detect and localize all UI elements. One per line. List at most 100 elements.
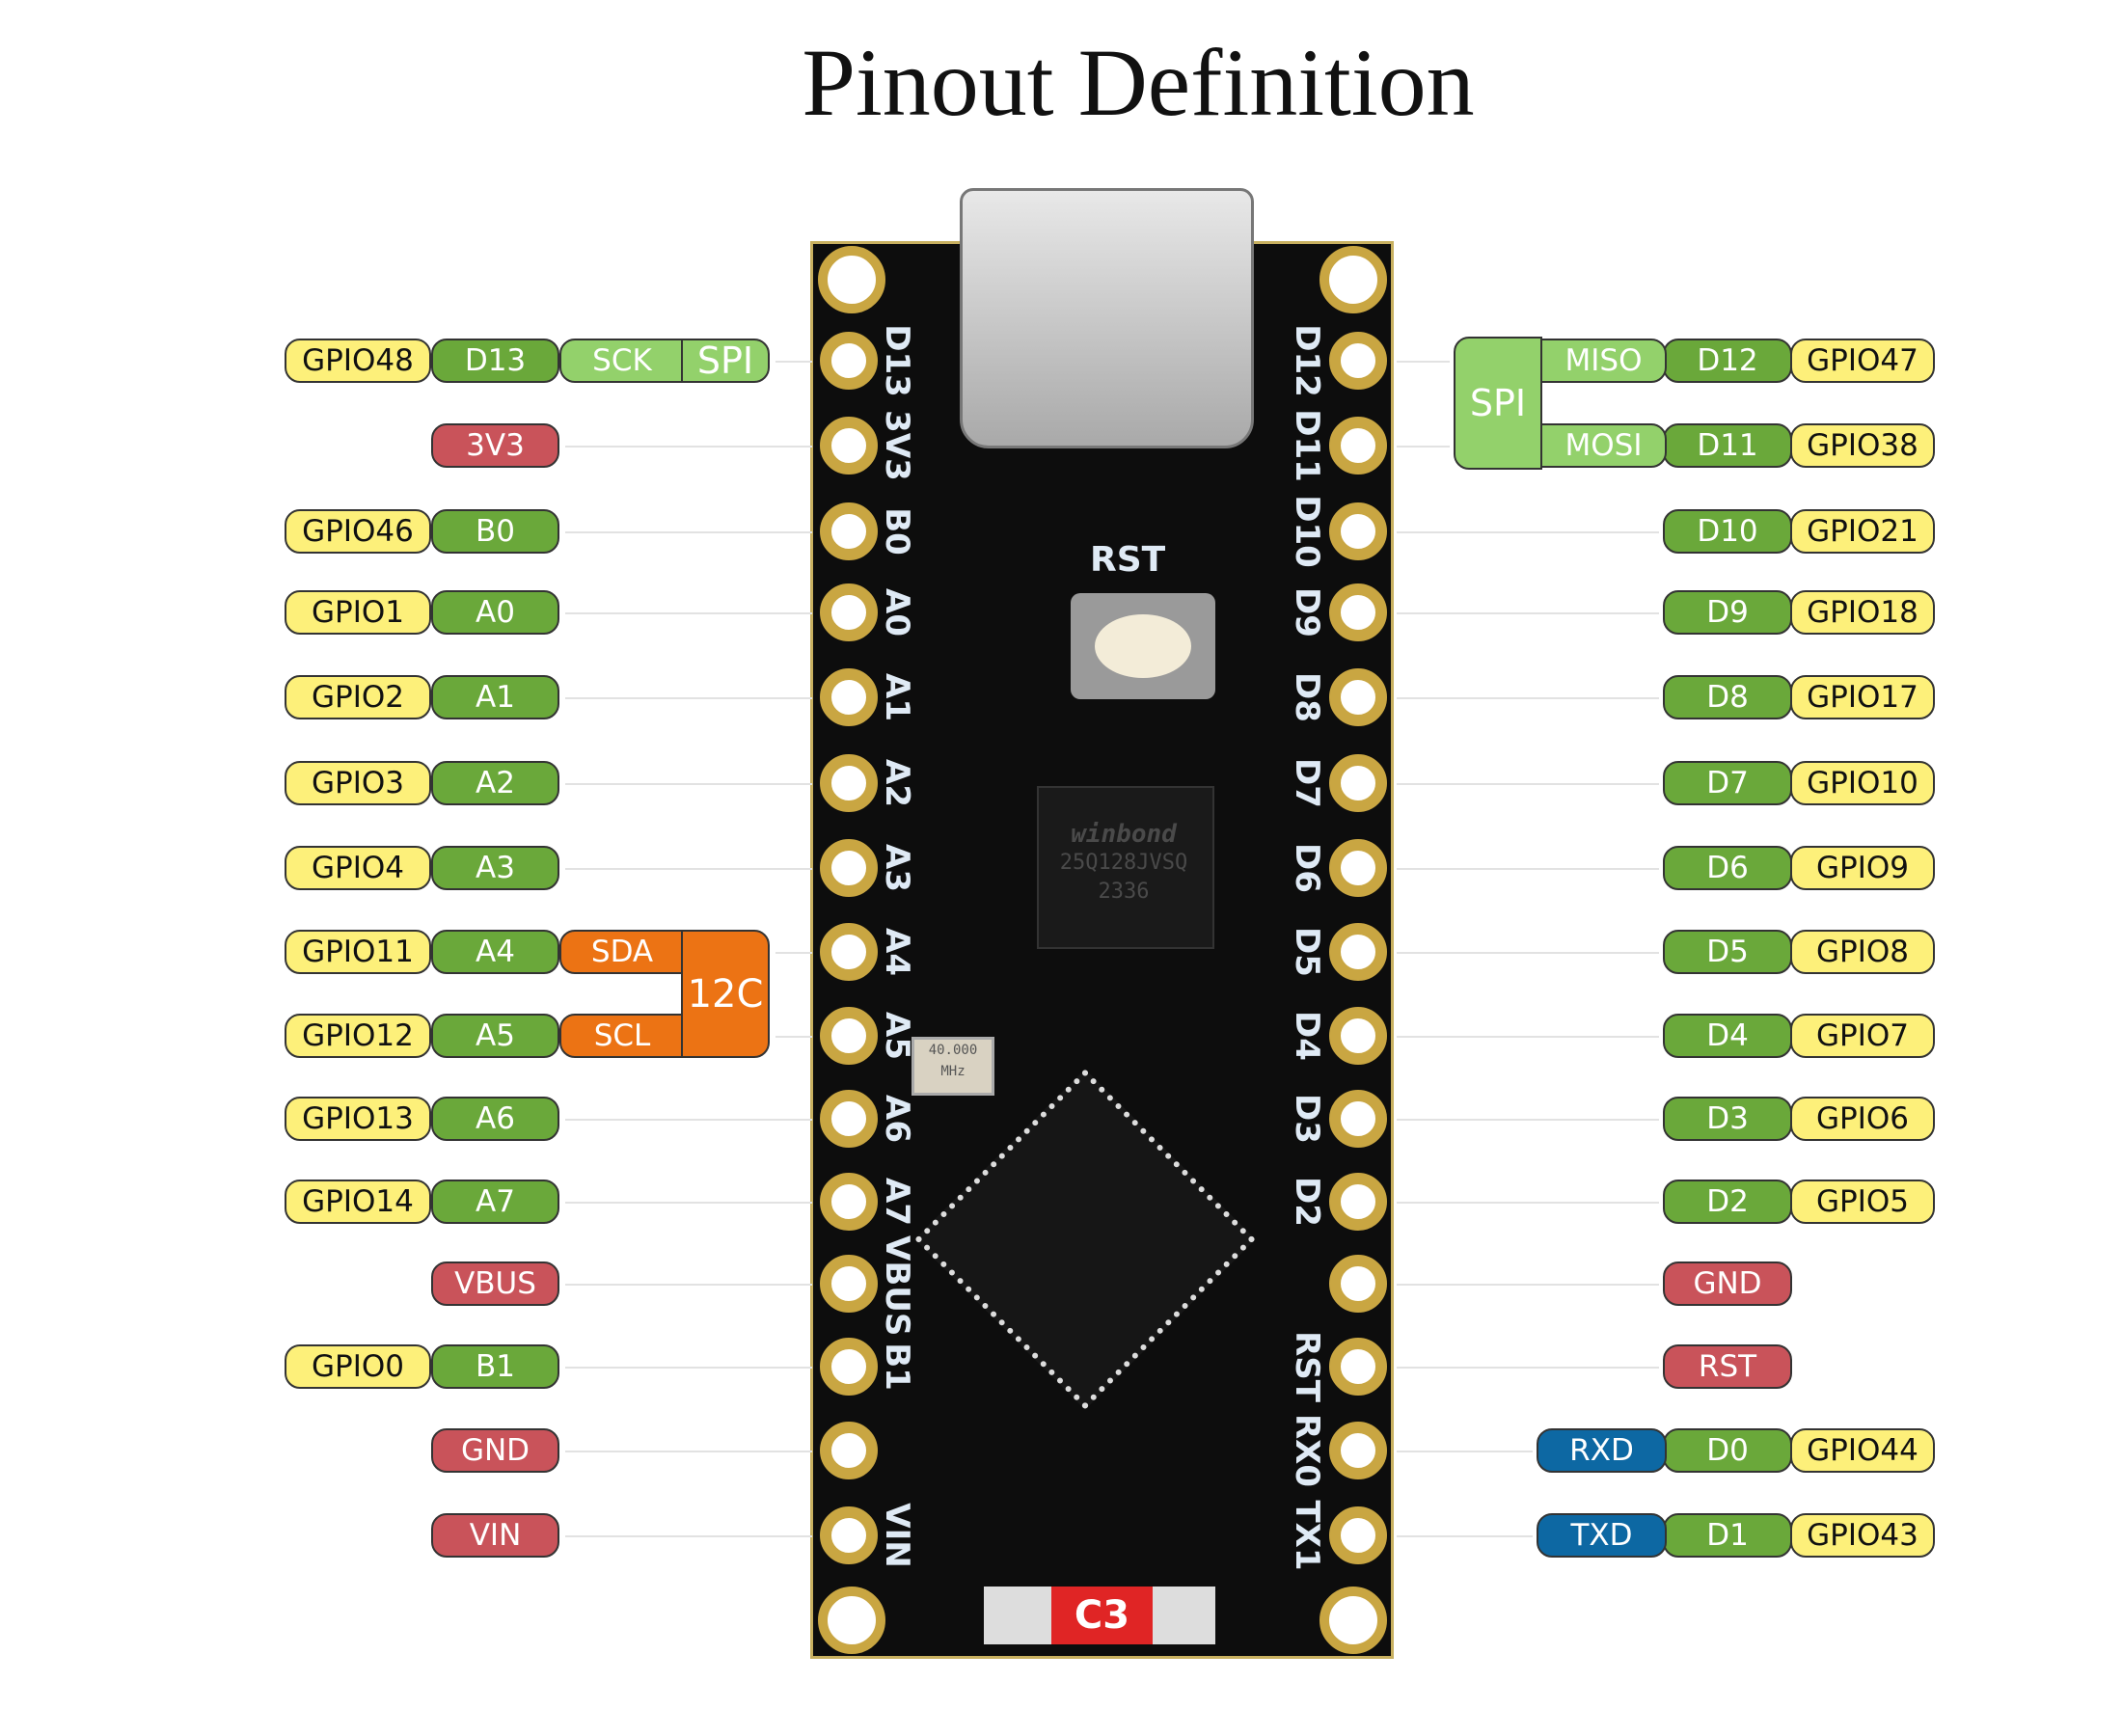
connector-line <box>1397 446 1450 448</box>
pin-pad <box>1329 583 1387 641</box>
gpio-label: GPIO43 <box>1790 1513 1935 1558</box>
silkscreen-label: D4 <box>1288 1011 1326 1061</box>
gpio-label: GPIO4 <box>285 846 431 890</box>
gpio-label: GPIO38 <box>1790 423 1935 468</box>
connector-line <box>565 1535 812 1537</box>
function-label: MISO <box>1540 339 1667 383</box>
silkscreen-label: A2 <box>878 759 916 807</box>
function-label: RXD <box>1537 1428 1667 1473</box>
silkscreen-label: RX0 <box>1288 1413 1326 1488</box>
pin-label: D8 <box>1663 675 1792 719</box>
pin-label: A4 <box>431 930 559 974</box>
silkscreen-label: D13 <box>878 324 916 397</box>
silkscreen-label: D7 <box>1288 758 1326 808</box>
flash-brand: winbond <box>1071 820 1177 849</box>
gpio-label: GPIO1 <box>285 590 431 635</box>
gpio-label: GPIO8 <box>1790 930 1935 974</box>
connector-line <box>565 531 812 533</box>
connector-line <box>565 783 812 785</box>
connector-line <box>1397 1367 1659 1369</box>
connector-line <box>565 1202 812 1204</box>
pin-label: A1 <box>431 675 559 719</box>
crystal: 40.000 MHz <box>911 1037 994 1096</box>
silkscreen-label: A3 <box>878 844 916 892</box>
silkscreen-label: VIN <box>878 1503 916 1568</box>
pin-pad <box>1329 1338 1387 1396</box>
pin-pad <box>820 1422 878 1479</box>
pin-label: B0 <box>431 509 559 554</box>
gpio-label: GPIO7 <box>1790 1014 1935 1058</box>
silkscreen-label: B1 <box>878 1343 916 1391</box>
pin-pad <box>820 417 878 475</box>
pin-pad <box>1329 1255 1387 1313</box>
function-label: TXD <box>1537 1513 1667 1558</box>
gpio-label: GPIO2 <box>285 675 431 719</box>
mounting-hole <box>1319 1587 1387 1654</box>
pin-label: D3 <box>1663 1097 1792 1141</box>
function-label: SCL <box>559 1014 685 1058</box>
connector-line <box>1397 1284 1659 1286</box>
pin-label: D0 <box>1663 1428 1792 1473</box>
mounting-hole <box>818 246 885 313</box>
pin-pad <box>1329 1506 1387 1564</box>
silkscreen-label: D12 <box>1288 324 1326 397</box>
crystal-freq: 40.000 <box>928 1043 978 1058</box>
silkscreen-label: A1 <box>878 673 916 721</box>
gpio-label: GPIO21 <box>1790 509 1935 554</box>
silkscreen-label: D8 <box>1288 672 1326 722</box>
silkscreen-label: A4 <box>878 928 916 976</box>
mounting-hole <box>1319 246 1387 313</box>
gpio-label: GPIO47 <box>1790 339 1935 383</box>
pin-pad <box>820 668 878 726</box>
pin-pad <box>820 502 878 560</box>
connector-line <box>1397 868 1659 870</box>
connector-line <box>1397 783 1659 785</box>
silkscreen-label: A6 <box>878 1095 916 1143</box>
function-label: MOSI <box>1540 423 1667 468</box>
flash-chip-marking: winbond 25Q128JVSQ 2336 <box>1042 820 1206 907</box>
gpio-label: GPIO17 <box>1790 675 1935 719</box>
function-label: SCK <box>559 339 685 383</box>
silkscreen-label: D9 <box>1288 587 1326 637</box>
pin-label: D6 <box>1663 846 1792 890</box>
gpio-label: GPIO11 <box>285 930 431 974</box>
pin-pad <box>1329 1007 1387 1065</box>
pin-label: VBUS <box>431 1261 559 1306</box>
connector-line <box>1397 531 1659 533</box>
pin-pad <box>1329 1090 1387 1148</box>
gpio-label: GPIO18 <box>1790 590 1935 635</box>
gpio-label: GPIO9 <box>1790 846 1935 890</box>
gpio-label: GPIO44 <box>1790 1428 1935 1473</box>
pin-label: B1 <box>431 1344 559 1389</box>
pin-label: A5 <box>431 1014 559 1058</box>
pin-label: A7 <box>431 1180 559 1224</box>
gpio-label: GPIO13 <box>285 1097 431 1141</box>
connector-line <box>775 361 812 363</box>
flash-date: 2336 <box>1098 880 1150 904</box>
pin-pad <box>820 1338 878 1396</box>
usb-c-connector <box>960 188 1254 448</box>
pin-label: D5 <box>1663 930 1792 974</box>
silkscreen-label: D5 <box>1288 927 1326 977</box>
pin-pad <box>820 1090 878 1148</box>
connector-line <box>1397 1451 1533 1452</box>
pin-pad <box>1329 502 1387 560</box>
page-title: Pinout Definition <box>802 29 1475 136</box>
silkscreen-label: A5 <box>878 1012 916 1060</box>
silkscreen-label: RST <box>1288 1331 1326 1402</box>
pin-label: D4 <box>1663 1014 1792 1058</box>
pin-pad <box>1329 1173 1387 1231</box>
pin-label: D2 <box>1663 1180 1792 1224</box>
i2c-group-label: 12C <box>681 930 770 1058</box>
connector-line <box>565 612 812 614</box>
pin-label: 3V3 <box>431 423 559 468</box>
reset-silkscreen-label: RST <box>1090 540 1166 580</box>
c3-label: C3 <box>1051 1587 1153 1644</box>
gpio-label: GPIO48 <box>285 339 431 383</box>
reset-button[interactable] <box>1071 593 1215 699</box>
pin-pad <box>820 1255 878 1313</box>
connector-line <box>565 1451 812 1452</box>
connector-line <box>1397 361 1450 363</box>
pin-label: A6 <box>431 1097 559 1141</box>
connector-line <box>565 697 812 699</box>
